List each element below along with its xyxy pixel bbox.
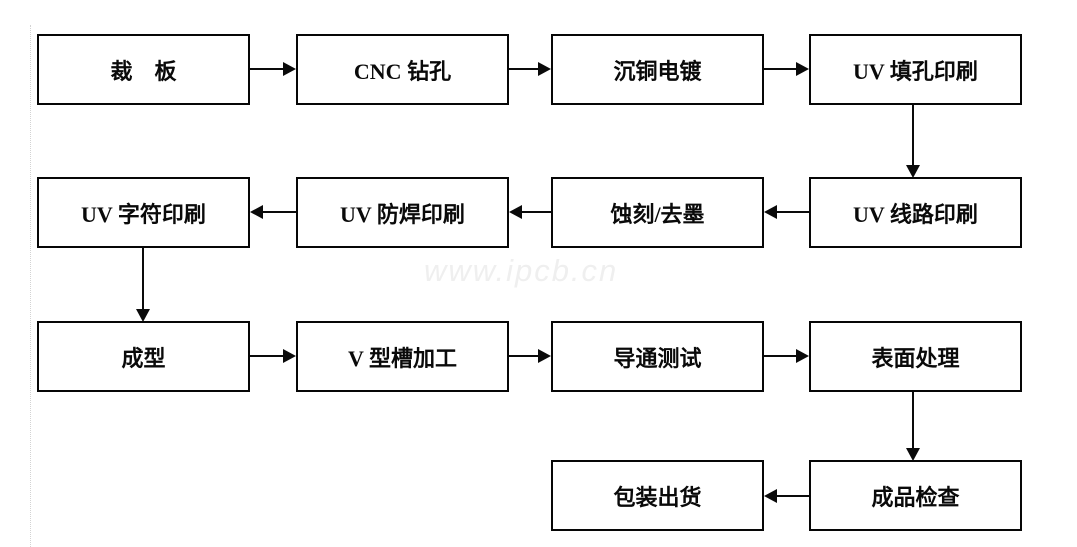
arrow-uv-legend-printing-to-forming xyxy=(142,248,144,309)
node-v-groove-machining: V 型槽加工 xyxy=(296,321,509,392)
node-etching-deinking: 蚀刻/去墨 xyxy=(551,177,764,248)
node-cutting: 裁 板 xyxy=(37,34,250,105)
arrow-copper-plating-to-uv-hole-plug-printing xyxy=(764,68,796,70)
node-cnc-drilling: CNC 钻孔 xyxy=(296,34,509,105)
node-cnc-drilling-label: CNC 钻孔 xyxy=(353,58,452,84)
node-final-inspection: 成品检查 xyxy=(809,460,1022,531)
node-uv-soldermask-printing: UV 防焊印刷 xyxy=(296,177,509,248)
arrow-final-inspection-to-packing-shipping xyxy=(777,495,809,497)
node-forming-label: 成型 xyxy=(121,345,166,371)
node-uv-circuit-printing-label: UV 线路印刷 xyxy=(853,201,978,227)
arrow-continuity-test-to-surface-treatment xyxy=(764,355,796,357)
node-forming: 成型 xyxy=(37,321,250,392)
node-copper-plating-label: 沉铜电镀 xyxy=(613,58,702,84)
arrow-uv-soldermask-to-uv-legend-printing xyxy=(263,211,296,213)
node-packing-shipping: 包装出货 xyxy=(551,460,764,531)
node-final-inspection-label: 成品检查 xyxy=(871,484,960,510)
node-uv-circuit-printing: UV 线路印刷 xyxy=(809,177,1022,248)
node-continuity-test-label: 导通测试 xyxy=(613,345,702,371)
node-packing-shipping-label: 包装出货 xyxy=(613,484,702,510)
node-v-groove-machining-label: V 型槽加工 xyxy=(348,345,457,371)
arrow-v-groove-to-continuity-test xyxy=(509,355,538,357)
arrow-cnc-drilling-to-copper-plating xyxy=(509,68,538,70)
node-surface-treatment-label: 表面处理 xyxy=(871,345,960,371)
arrow-cutting-to-cnc-drilling xyxy=(250,68,283,70)
node-uv-legend-printing-label: UV 字符印刷 xyxy=(81,201,206,227)
node-copper-plating: 沉铜电镀 xyxy=(551,34,764,105)
node-uv-hole-plug-printing-label: UV 填孔印刷 xyxy=(853,58,978,84)
node-uv-soldermask-printing-label: UV 防焊印刷 xyxy=(340,201,465,227)
arrow-uv-hole-plug-to-uv-circuit-printing xyxy=(912,105,914,165)
node-surface-treatment: 表面处理 xyxy=(809,321,1022,392)
node-continuity-test: 导通测试 xyxy=(551,321,764,392)
page-margin-line xyxy=(30,25,31,547)
node-uv-legend-printing: UV 字符印刷 xyxy=(37,177,250,248)
node-uv-hole-plug-printing: UV 填孔印刷 xyxy=(809,34,1022,105)
arrow-forming-to-v-groove-machining xyxy=(250,355,283,357)
arrow-surface-treatment-to-final-inspection xyxy=(912,392,914,448)
arrow-uv-circuit-printing-to-etching-deinking xyxy=(777,211,809,213)
node-cutting-label: 裁 板 xyxy=(110,58,177,84)
node-etching-deinking-label: 蚀刻/去墨 xyxy=(610,201,705,227)
arrow-etching-deinking-to-uv-soldermask-printing xyxy=(522,211,551,213)
watermark-text: www.ipcb.cn xyxy=(424,253,619,288)
